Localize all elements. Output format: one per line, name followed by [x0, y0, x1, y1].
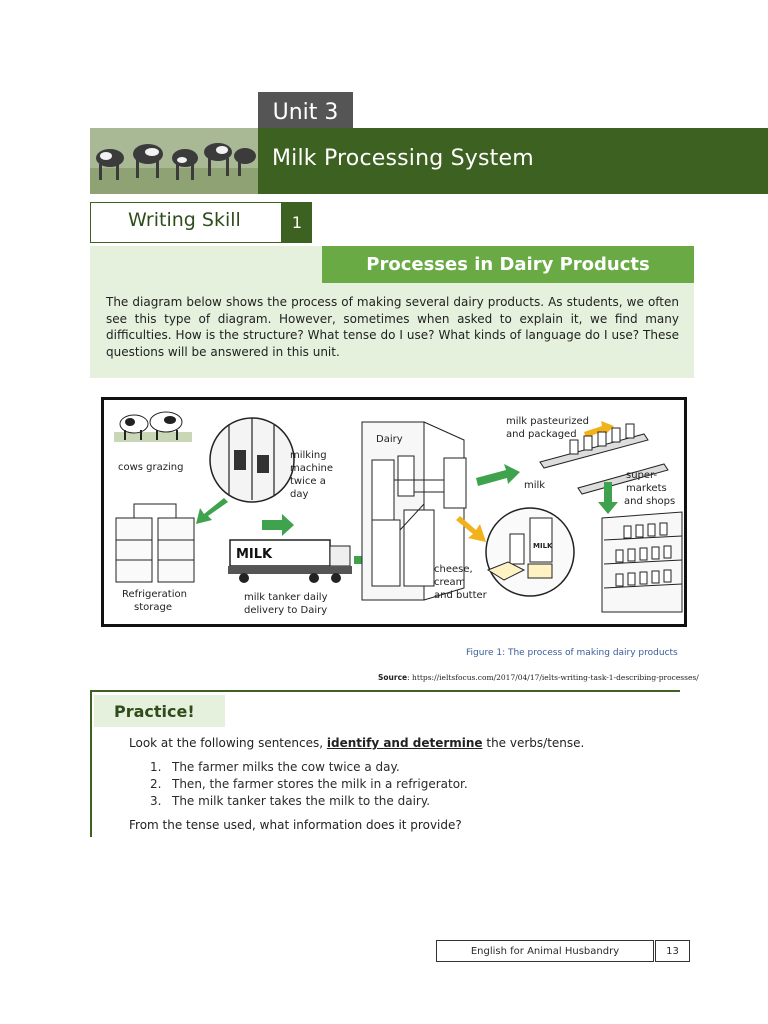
bottle-conveyor: [539, 423, 669, 495]
label-cheese-2: cream: [434, 577, 465, 588]
list-item: 3. The milk tanker takes the milk to the …: [150, 793, 468, 810]
writing-skill-number: 1: [282, 202, 312, 243]
truck-milk-text: MILK: [236, 547, 273, 562]
arrow-to-shops: [598, 482, 618, 514]
practice-instruction: Look at the following sentences, identif…: [129, 736, 584, 750]
label-cheese-3: and butter: [434, 590, 488, 601]
label-tanker-1: milk tanker daily: [244, 592, 328, 603]
item-number: 2.: [150, 777, 162, 791]
cows-header-photo: [90, 128, 258, 194]
label-refrigeration-2: storage: [134, 602, 172, 613]
label-pasteurized-2: and packaged: [506, 429, 577, 440]
intro-paragraph: The diagram below shows the process of m…: [106, 295, 679, 359]
label-milking-2: machine: [290, 463, 333, 474]
practice-label: Practice!: [114, 702, 195, 721]
carton-milk-text: MILK: [533, 542, 553, 550]
arrow-to-storage: [196, 498, 228, 524]
figure-caption: Figure 1: The process of making dairy pr…: [466, 648, 678, 658]
figure-source: Source: https://ieltsfocus.com/2017/04/1…: [378, 673, 699, 682]
instruction-post: the verbs/tense.: [482, 736, 585, 750]
practice-left-rule: [90, 690, 92, 837]
arrow-to-tanker: [262, 514, 294, 536]
cows-illustration: [114, 411, 192, 442]
label-cows-grazing: cows grazing: [118, 462, 183, 473]
arrow-to-milk: [476, 464, 520, 486]
source-url: : https://ieltsfocus.com/2017/04/17/ielt…: [407, 673, 699, 682]
list-item: 1. The farmer milks the cow twice a day.: [150, 759, 468, 776]
source-label: Source: [378, 673, 408, 682]
refrigeration-tanks: [115, 503, 195, 583]
footer-book-title: English for Animal Husbandry: [436, 940, 654, 962]
unit-tab: Unit 3: [258, 92, 353, 128]
label-milking-4: day: [290, 489, 308, 500]
practice-sentence-list: 1.The farmer milks the cow twice a day. …: [150, 759, 468, 810]
writing-skill-box: [90, 202, 282, 243]
label-milking-1: milking: [290, 450, 327, 461]
unit-label: Unit 3: [272, 100, 339, 125]
item-number: 1.: [150, 760, 162, 774]
page-number: 13: [655, 940, 690, 962]
page-title: Milk Processing System: [272, 146, 534, 171]
section-title: Processes in Dairy Products: [322, 246, 694, 283]
item-number: 3.: [150, 794, 162, 808]
list-item: 2. Then, the farmer stores the milk in a …: [150, 776, 468, 793]
dairy-process-diagram: cows grazing milking machine twice a day…: [101, 397, 687, 627]
label-tanker-2: delivery to Dairy: [244, 605, 327, 616]
dairy-building: [361, 421, 467, 601]
instruction-pre: Look at the following sentences,: [129, 736, 327, 750]
label-milk: milk: [524, 480, 545, 491]
label-cheese-1: cheese,: [434, 564, 473, 575]
item-text: The farmer milks the cow twice a day.: [172, 760, 400, 774]
label-super-1: super-: [626, 470, 658, 481]
dairy-products: [486, 517, 553, 581]
instruction-highlight: identify and determine: [326, 736, 483, 750]
item-text: The milk tanker takes the milk to the da…: [172, 794, 431, 808]
label-pasteurized-1: milk pasteurized: [506, 416, 589, 427]
arrow-packaging: [584, 421, 614, 438]
label-milking-3: twice a: [290, 476, 326, 487]
item-text: Then, the farmer stores the milk in a re…: [172, 777, 468, 791]
header-band: [258, 128, 768, 194]
arrow-to-products: [456, 516, 486, 542]
label-super-3: and shops: [624, 496, 675, 507]
practice-top-rule: [90, 690, 680, 692]
writing-skill-label: Writing Skill: [128, 209, 241, 231]
supermarket-shelves: [601, 511, 683, 613]
practice-question: From the tense used, what information do…: [129, 818, 462, 832]
practice-tag: [94, 695, 225, 727]
label-dairy: Dairy: [376, 434, 403, 445]
label-refrigeration-1: Refrigeration: [122, 589, 187, 600]
label-super-2: markets: [626, 483, 667, 494]
milk-tanker-truck: [228, 539, 352, 583]
